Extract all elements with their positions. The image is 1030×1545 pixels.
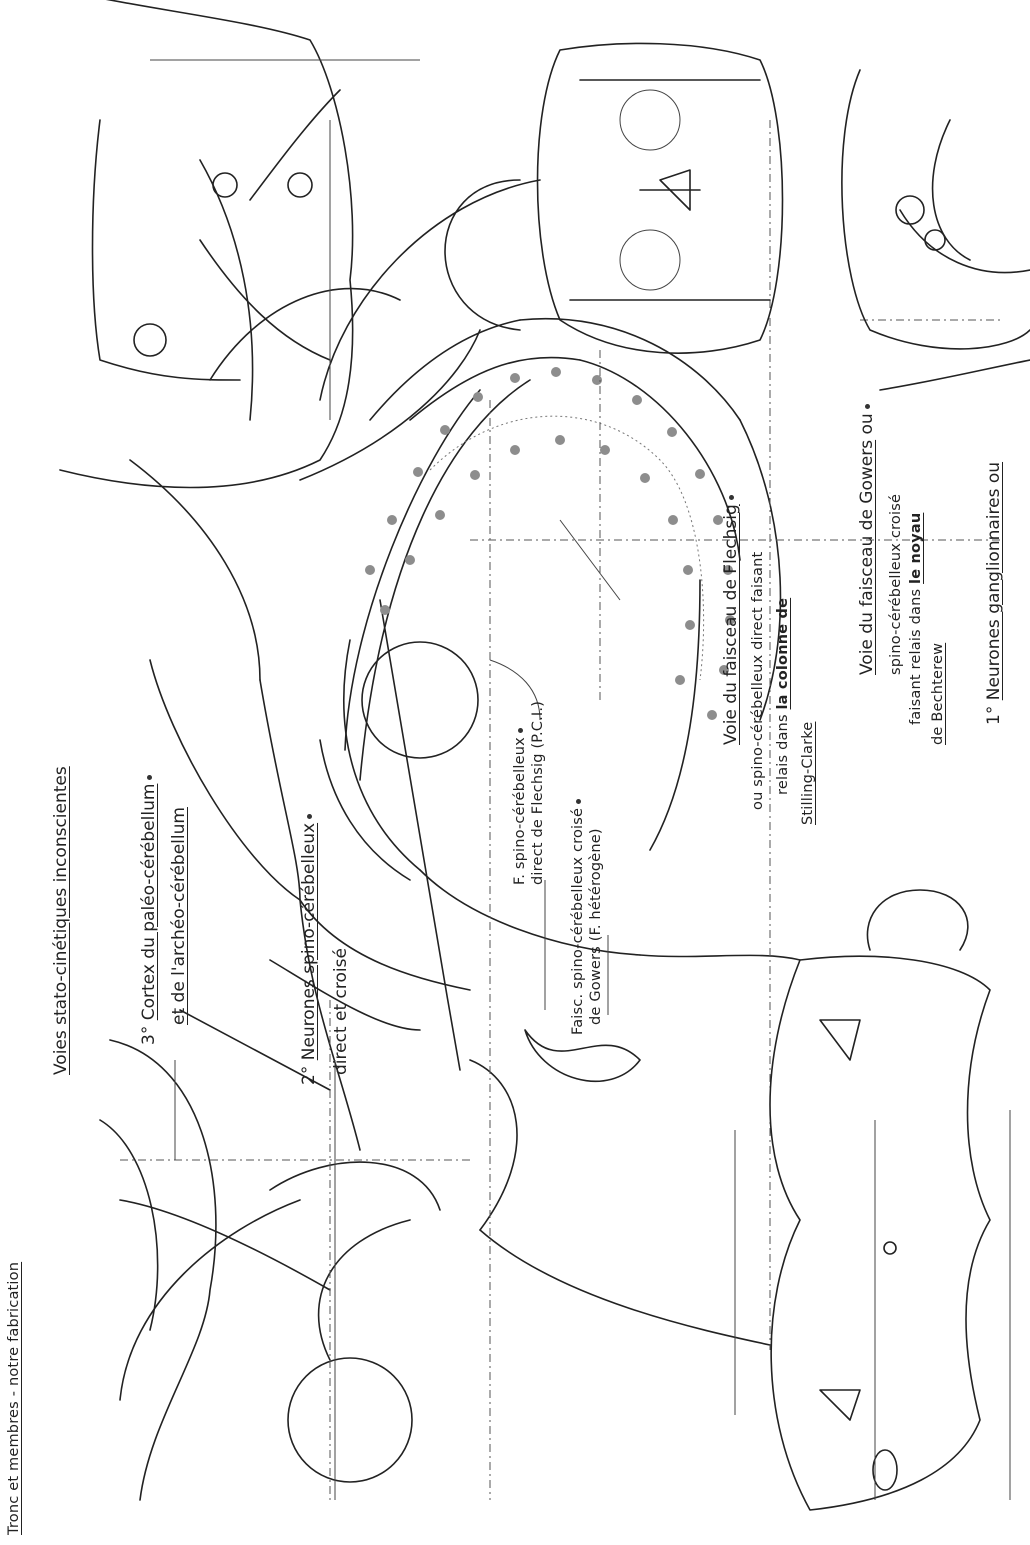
fspino-line-2: direct de Flechsig (P.C.I.) (530, 701, 547, 885)
fspino-dot (518, 728, 523, 733)
flechsig-line-2: relais dans la colonne de (775, 598, 792, 795)
faisc-line-2: de Gowers (F. hétérogène) (588, 828, 605, 1025)
gowers-dot (865, 404, 870, 409)
gowers-line-2: faisant relais dans le noyau (908, 513, 925, 725)
flechsig-line-3: Stilling-Clarke (800, 722, 817, 825)
neurones-2-prefix: 2° (299, 1060, 319, 1085)
faisc-dot (576, 799, 581, 804)
flechsig-title-text: Voie du faisceau de Flechsig (721, 504, 741, 745)
fspino-line-1: F. spino-cérébelleux (512, 728, 529, 885)
neurones-2-line-2: direct et croisé (332, 948, 352, 1075)
flechsig-dot (729, 495, 734, 500)
gowers-line-2-u: le noyau (908, 513, 924, 584)
header-fragment: Tronc et membres - notre fabrication (6, 1262, 23, 1535)
cortex-title: Cortex du paléo-cérébellum (139, 784, 159, 1021)
cortex-dot (147, 775, 152, 780)
gowers-title: Voie du faisceau de Gowers ou (858, 404, 878, 675)
flechsig-line-2-u: la colonne de (775, 598, 791, 710)
gowers-line-3: de Bechterew (930, 643, 947, 745)
flechsig-line-1: ou spino-cérébelleux direct faisant (750, 552, 767, 810)
gowers-line-2-a: faisant relais dans (908, 584, 924, 725)
faisc-text: Faisc. spino-cérébelleux croisé (570, 808, 586, 1035)
cortex-label: 3° Cortex du paléo-cérébellum (140, 775, 160, 1045)
gowers-title-suffix: ou (857, 413, 877, 440)
neurones-1-prefix: 1° (984, 700, 1004, 725)
cortex-line-2: et de l'archéo-cérébellum (170, 807, 190, 1025)
neurones-1-label: 1° Neurones ganglionnaires ou (985, 462, 1005, 725)
fspino-text: F. spino-cérébelleux (512, 737, 528, 885)
neurones-2-title: Neurones spino-cérébelleux (299, 823, 319, 1060)
figure-title: Voies stato-cinétiques inconscientes (52, 766, 72, 1075)
flechsig-line-2-a: relais dans (775, 709, 791, 795)
cortex-prefix: 3° (139, 1020, 159, 1045)
neurones-2-label: 2° Neurones spino-cérébelleux (300, 814, 320, 1085)
gowers-line-1: spino-cérébelleux croisé (888, 494, 905, 675)
neurones-2-dot (307, 814, 312, 819)
faisc-line-1: Faisc. spino-cérébelleux croisé (570, 799, 587, 1035)
flechsig-title: Voie du faisceau de Flechsig (722, 495, 742, 745)
gowers-title-text: Voie du faisceau de Gowers (857, 440, 877, 675)
neurones-1-title: Neurones ganglionnaires ou (984, 462, 1004, 700)
